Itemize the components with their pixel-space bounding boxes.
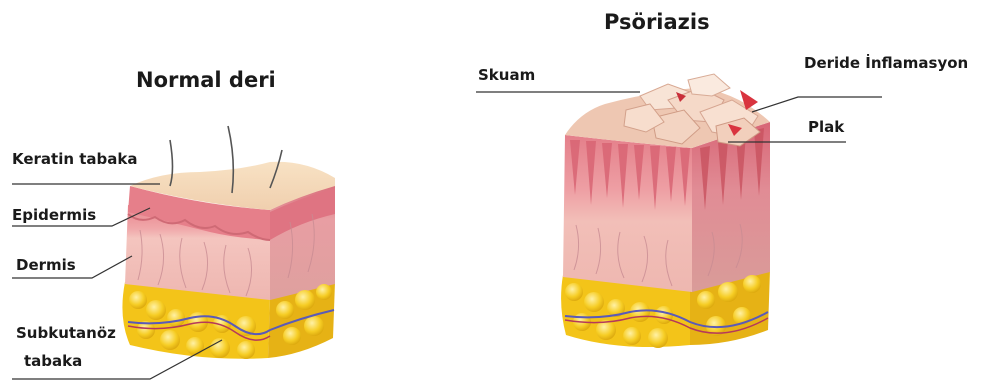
label-keratin-tabaka: Keratin tabaka xyxy=(12,150,138,168)
label-subkutanoz: Subkutanöz xyxy=(16,324,116,342)
label-tabaka: tabaka xyxy=(24,352,82,370)
inflamasyon-line xyxy=(752,97,882,112)
normal-skin-block xyxy=(122,126,335,359)
label-plak: Plak xyxy=(808,118,844,136)
psoriasis-title: Psöriazis xyxy=(604,10,710,34)
psoriasis-skin-block xyxy=(561,74,770,348)
label-epidermis: Epidermis xyxy=(12,206,96,224)
normal-skin-title: Normal deri xyxy=(136,68,276,92)
label-skuam: Skuam xyxy=(478,66,535,84)
label-dermis: Dermis xyxy=(16,256,76,274)
label-deride-inflamasyon: Deride İnflamasyon xyxy=(804,54,968,72)
